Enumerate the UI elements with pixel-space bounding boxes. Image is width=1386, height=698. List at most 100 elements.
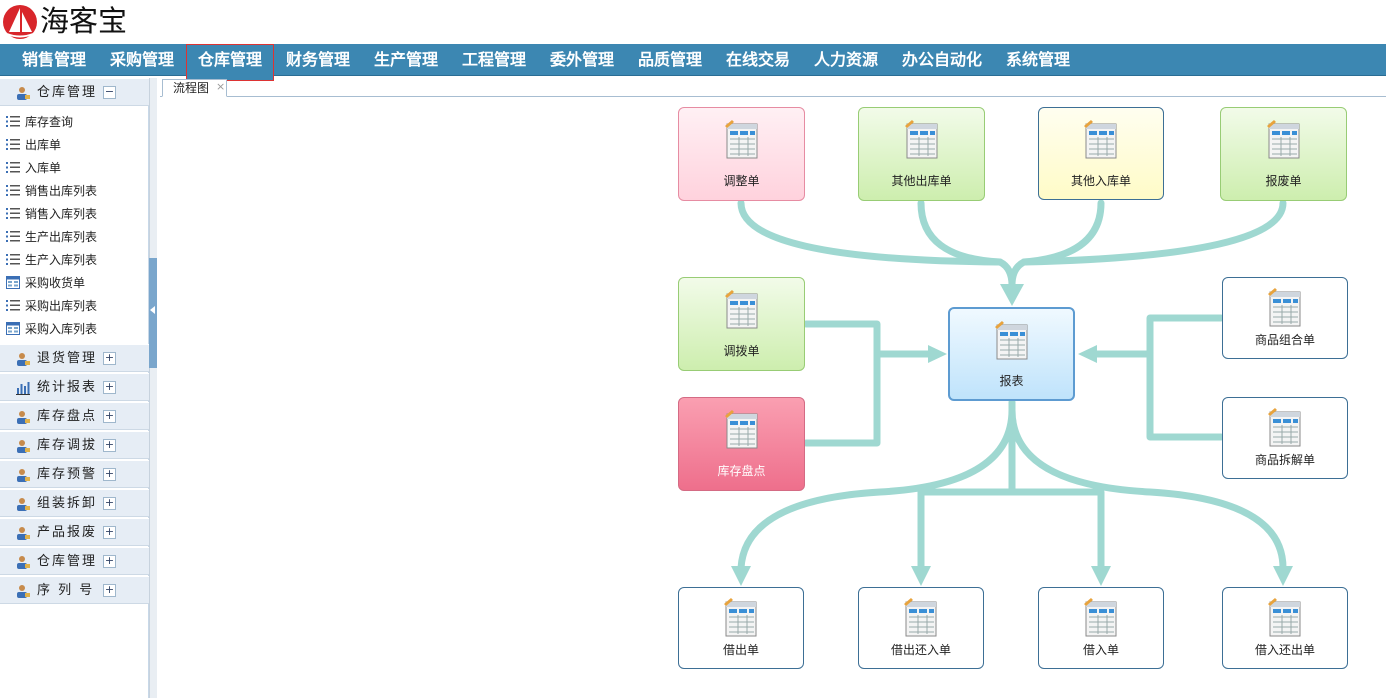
user-icon <box>17 440 30 453</box>
sidebar-section-returns[interactable]: 退货管理 + <box>0 344 149 372</box>
flow-node-lend-out[interactable]: 借出单 <box>678 587 804 669</box>
close-icon[interactable]: × <box>216 80 226 93</box>
document-table-icon <box>1084 598 1117 637</box>
document-table-icon <box>1268 288 1301 327</box>
sidebar-item-label: 采购收货单 <box>25 276 86 290</box>
nav-item-sales[interactable]: 销售管理 <box>21 50 86 69</box>
sidebar: 仓库管理 − 库存查询 出库单 入库单 销售出库列表 销售入库列表 生产出库列表… <box>0 78 149 698</box>
sidebar-section-transfer[interactable]: 库存调拔 + <box>0 431 149 459</box>
flow-node-split[interactable]: 商品拆解单 <box>1222 397 1348 479</box>
nav-item-purchase[interactable]: 采购管理 <box>109 50 174 69</box>
expand-toggle[interactable]: + <box>103 525 116 539</box>
sidebar-section-label: 产品报废 <box>37 525 98 540</box>
flow-node-stocktake[interactable]: 库存盘点 <box>678 397 805 491</box>
arrowhead-down-icon <box>1000 284 1024 306</box>
app-logo-text: 海客宝 <box>40 4 128 38</box>
sidebar-section-label: 仓库管理 <box>37 554 98 569</box>
flow-node-transfer[interactable]: 调拨单 <box>678 277 805 371</box>
expand-toggle[interactable]: + <box>103 467 116 481</box>
form-icon <box>6 322 20 335</box>
connector-stocktake <box>802 350 881 447</box>
expand-toggle[interactable]: + <box>103 409 116 423</box>
nav-item-online-trade[interactable]: 在线交易 <box>725 50 790 69</box>
sidebar-section-warehouse[interactable]: 仓库管理 − <box>0 78 149 106</box>
flow-node-adjust[interactable]: 调整单 <box>678 107 805 201</box>
flow-node-combine[interactable]: 商品组合单 <box>1222 277 1348 359</box>
sidebar-section-label: 库存预警 <box>37 467 98 482</box>
nav-item-finance[interactable]: 财务管理 <box>285 50 350 69</box>
flow-node-borrow-in[interactable]: 借入单 <box>1038 587 1164 669</box>
flow-node-label: 借出还入单 <box>890 643 951 657</box>
expand-toggle[interactable]: + <box>103 554 116 568</box>
nav-item-outsourcing[interactable]: 委外管理 <box>549 50 614 69</box>
connector-combine <box>1091 314 1225 358</box>
user-icon <box>17 498 30 511</box>
sidebar-section-reports[interactable]: 统计报表 + <box>0 373 149 401</box>
connector-adjust <box>737 199 1016 289</box>
nav-item-hr[interactable]: 人力资源 <box>813 50 878 69</box>
sidebar-section-label: 统计报表 <box>37 380 98 395</box>
flow-node-label: 调整单 <box>723 174 760 188</box>
user-icon <box>17 87 30 100</box>
expand-toggle[interactable]: + <box>103 351 116 365</box>
list-icon <box>6 139 20 150</box>
document-table-icon <box>904 598 937 637</box>
flow-node-lend-return-in[interactable]: 借出还入单 <box>858 587 984 669</box>
arrowhead-down-icon <box>731 566 751 586</box>
user-icon <box>17 585 30 598</box>
sidebar-item-label: 生产入库列表 <box>25 253 98 267</box>
nav-item-system[interactable]: 系统管理 <box>1005 50 1070 69</box>
flow-node-report[interactable]: 报表 <box>948 307 1075 401</box>
flow-node-label: 借入还出单 <box>1254 643 1315 657</box>
nav-item-warehouse[interactable]: 仓库管理 <box>186 44 274 81</box>
expand-toggle[interactable]: + <box>103 496 116 510</box>
user-icon <box>17 411 30 424</box>
nav-item-engineering[interactable]: 工程管理 <box>461 50 526 69</box>
bar-chart-icon <box>16 382 30 395</box>
flow-node-scrap[interactable]: 报废单 <box>1220 107 1347 201</box>
sidebar-section-label: 退货管理 <box>37 351 98 366</box>
nav-item-production[interactable]: 生产管理 <box>373 50 438 69</box>
flow-node-other-out[interactable]: 其他出库单 <box>858 107 985 201</box>
sidebar-section-stock-alert[interactable]: 库存预警 + <box>0 460 149 488</box>
sidebar-section-warehouse-2[interactable]: 仓库管理 + <box>0 547 149 575</box>
flow-node-label: 报表 <box>999 374 1024 388</box>
document-table-icon <box>724 410 757 449</box>
sidebar-splitter[interactable] <box>149 78 157 698</box>
list-icon <box>6 254 20 265</box>
connector-split <box>1146 350 1225 441</box>
nav-item-quality[interactable]: 品质管理 <box>637 50 702 69</box>
expand-toggle[interactable]: + <box>103 380 116 394</box>
user-icon <box>17 469 30 482</box>
collapse-toggle[interactable]: − <box>103 85 116 99</box>
sidebar-section-product-scrap[interactable]: 产品报废 + <box>0 518 149 546</box>
expand-toggle[interactable]: + <box>103 583 116 597</box>
arrowhead-down-icon <box>1091 566 1111 586</box>
list-icon <box>6 231 20 242</box>
sidebar-section-label: 库存盘点 <box>37 409 98 424</box>
flow-node-label: 商品组合单 <box>1254 333 1315 347</box>
list-icon <box>6 162 20 173</box>
sidebar-item-label: 库存查询 <box>25 115 74 129</box>
document-table-icon <box>1268 598 1301 637</box>
user-icon <box>17 556 30 569</box>
tab-label: 流程图 <box>173 81 210 95</box>
tab-flowchart[interactable]: 流程图 × <box>162 79 227 97</box>
flow-node-other-in[interactable]: 其他入库单 <box>1038 107 1164 200</box>
sidebar-item-label: 生产出库列表 <box>25 230 98 244</box>
document-table-icon <box>904 120 937 159</box>
nav-item-office-automation[interactable]: 办公自动化 <box>901 50 982 69</box>
expand-toggle[interactable]: + <box>103 438 116 452</box>
sidebar-section-stocktake[interactable]: 库存盘点 + <box>0 402 149 430</box>
flow-node-borrow-return-out[interactable]: 借入还出单 <box>1222 587 1348 669</box>
sidebar-section-serial-number[interactable]: 序 列 号 + <box>0 576 149 604</box>
sidebar-section-label: 仓库管理 <box>37 85 98 100</box>
flow-node-label: 商品拆解单 <box>1254 453 1315 467</box>
document-table-icon <box>724 120 757 159</box>
flow-node-label: 库存盘点 <box>717 464 766 478</box>
header-bar: 海客宝 <box>0 0 1386 44</box>
arrowhead-down-icon <box>911 566 931 586</box>
sidebar-section-label: 库存调拔 <box>37 438 98 453</box>
main-nav: 销售管理 采购管理 仓库管理 财务管理 生产管理 工程管理 委外管理 品质管理 … <box>0 44 1386 81</box>
sidebar-section-assembly[interactable]: 组装拆卸 + <box>0 489 149 517</box>
